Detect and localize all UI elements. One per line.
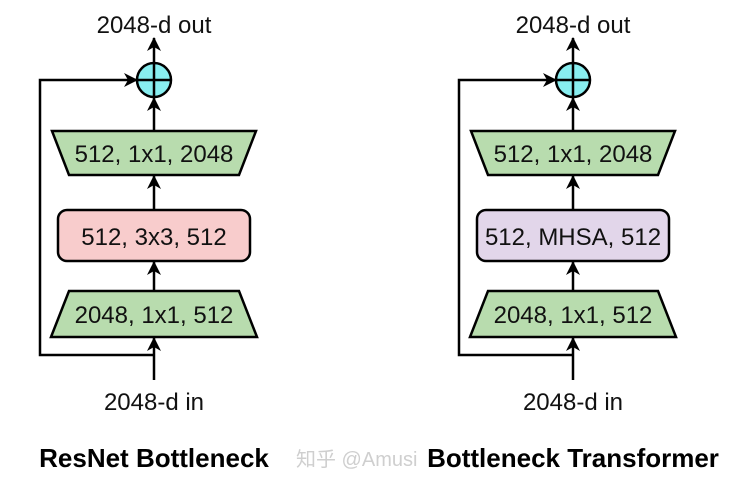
expand-conv-block [50, 129, 258, 177]
block-label: 2048, 1x1, 512 [75, 302, 234, 329]
input-label: 2048-d in [523, 389, 623, 416]
expand-conv-block [469, 129, 677, 177]
middle-block [475, 208, 671, 263]
output-label: 2048-d out [516, 12, 631, 39]
block-label: 512, 1x1, 2048 [75, 141, 234, 168]
block-label: 2048, 1x1, 512 [494, 302, 653, 329]
reduce-conv-block [49, 289, 259, 339]
block-label: 512, MHSA, 512 [485, 224, 661, 251]
bottleneck-transformer-diagram: 2048-d out 512, 1x1, 2048 512, MHSA, 512 20… [427, 12, 719, 473]
resnet-bottleneck-diagram: 2048-d out 512, 1x1, 2048 512, 3x3, 512 204… [38, 12, 269, 473]
block-label: 512, 1x1, 2048 [494, 141, 653, 168]
diagram-title: ResNet Bottleneck [39, 443, 269, 473]
input-label: 2048-d in [104, 389, 204, 416]
reduce-conv-block [468, 289, 678, 339]
skip-connection-arrow [38, 73, 154, 357]
watermark: 知乎 @Amusi [296, 448, 417, 471]
plus-icon [556, 63, 590, 97]
skip-connection-arrow [457, 73, 573, 357]
diagram-title: Bottleneck Transformer [427, 443, 719, 473]
block-label: 512, 3x3, 512 [81, 224, 226, 251]
middle-block [56, 208, 252, 263]
output-label: 2048-d out [97, 12, 212, 39]
plus-icon [137, 63, 171, 97]
